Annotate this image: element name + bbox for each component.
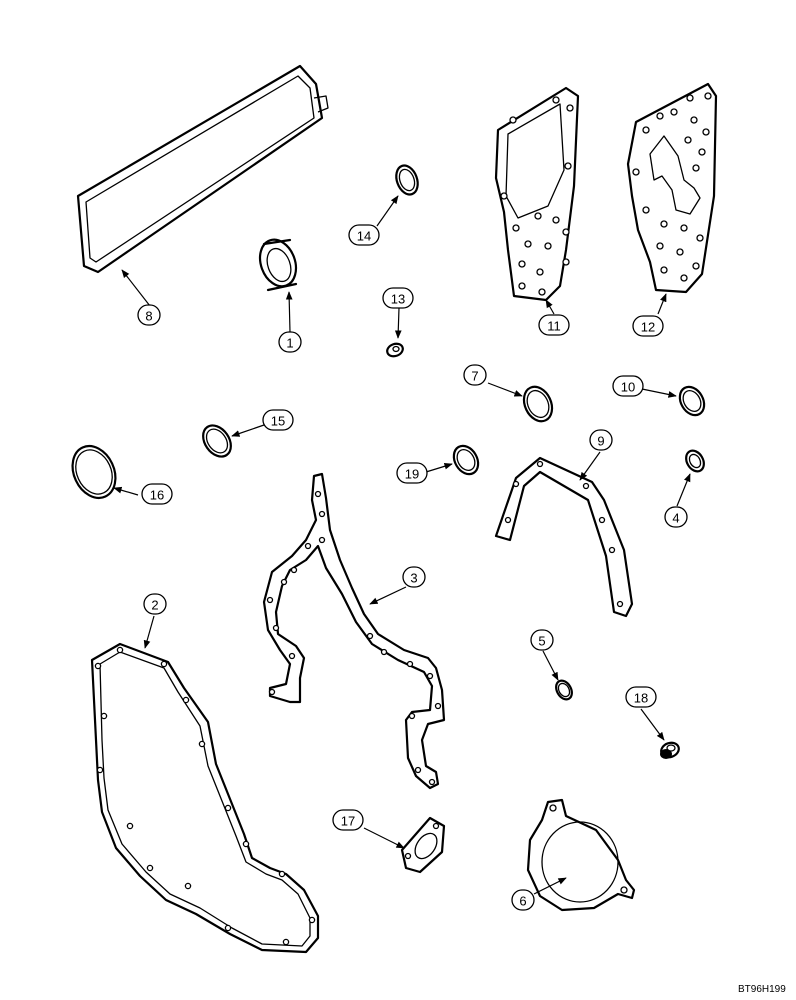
part-14-o-ring [395, 164, 419, 196]
figure-code: BT96H199 [738, 984, 786, 995]
callout-number: 14 [357, 229, 371, 244]
callout-17: 17 [332, 809, 364, 831]
callout-4: 4 [664, 506, 688, 528]
callout-bubble [589, 429, 613, 451]
callout-bubble [141, 483, 173, 505]
callout-bubble [632, 315, 664, 337]
part-13-washer [386, 342, 404, 358]
callout-bubble [664, 506, 688, 528]
callout-bubble [402, 566, 426, 588]
callout-3: 3 [402, 566, 426, 588]
part-18-plug [660, 741, 680, 759]
part-5-o-ring [555, 679, 573, 701]
callout-bubble [463, 364, 487, 386]
part-12-oil-cooler-gasket [626, 82, 718, 294]
part-11-oil-cooler-gasket [494, 86, 580, 302]
callout-1: 1 [278, 331, 302, 353]
callout-5: 5 [530, 629, 554, 651]
callout-number: 8 [145, 309, 152, 324]
callout-number: 5 [538, 634, 545, 649]
callout-9: 9 [589, 429, 613, 451]
callout-10: 10 [612, 375, 644, 397]
part-4-seal [685, 449, 705, 473]
callout-number: 18 [634, 691, 648, 706]
callout-bubble [348, 224, 380, 246]
callout-11: 11 [538, 314, 570, 336]
part-10-o-ring [678, 385, 706, 417]
callout-bubble [262, 409, 294, 431]
callout-bubble [612, 375, 644, 397]
callout-13: 13 [382, 287, 414, 309]
callout-number: 10 [621, 380, 635, 395]
part-8-rocker-cover-gasket [76, 64, 329, 274]
callout-number: 17 [341, 814, 355, 829]
callout-number: 12 [641, 320, 655, 335]
callout-number: 2 [151, 598, 158, 613]
callout-19: 19 [396, 462, 428, 484]
part-6-flange-gasket [526, 798, 636, 912]
callout-number: 1 [286, 336, 293, 351]
callout-18: 18 [625, 686, 657, 708]
callout-bubble [382, 287, 414, 309]
callout-number: 16 [150, 488, 164, 503]
callout-number: 6 [519, 894, 526, 909]
callout-16: 16 [141, 483, 173, 505]
callout-number: 9 [597, 434, 604, 449]
callout-15: 15 [262, 409, 294, 431]
part-16-o-ring [71, 445, 117, 499]
callout-bubble [396, 462, 428, 484]
callout-number: 15 [271, 414, 285, 429]
callout-6: 6 [511, 889, 535, 911]
callout-number: 19 [405, 467, 419, 482]
callout-bubble [538, 314, 570, 336]
callout-number: 13 [391, 292, 405, 307]
callout-bubble [625, 686, 657, 708]
callout-bubble [530, 629, 554, 651]
part-15-o-ring [202, 424, 232, 458]
part-7-o-ring [522, 385, 554, 423]
callout-number: 7 [471, 369, 478, 384]
part-19-o-ring [452, 444, 480, 476]
part-3-gear-housing-gasket [262, 472, 446, 790]
callout-number: 4 [672, 511, 679, 526]
callout-number: 3 [410, 571, 417, 586]
callout-7: 7 [463, 364, 487, 386]
callout-bubble [143, 593, 167, 615]
callout-12: 12 [632, 315, 664, 337]
part-1-crankshaft-seal [258, 238, 298, 292]
leader-lines [113, 195, 691, 895]
callout-8: 8 [137, 304, 161, 326]
part-2-front-cover-gasket [90, 642, 320, 954]
part-17-plate-gasket [400, 816, 446, 874]
callout-number: 11 [547, 319, 561, 334]
part-9-cover-gasket [494, 456, 634, 618]
callout-bubble [278, 331, 302, 353]
callout-bubble [332, 809, 364, 831]
callout-14: 14 [348, 224, 380, 246]
callout-2: 2 [143, 593, 167, 615]
callout-bubble [511, 889, 535, 911]
callout-bubble [137, 304, 161, 326]
